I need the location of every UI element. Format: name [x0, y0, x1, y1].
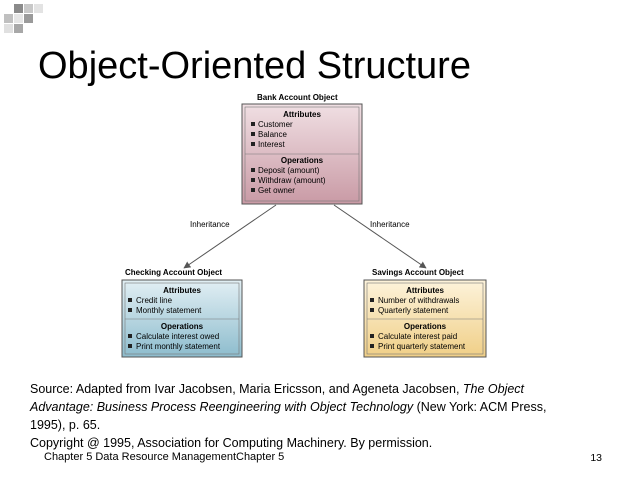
left-operation: Print monthly statement: [136, 342, 221, 351]
left-object-title: Checking Account Object: [125, 268, 222, 277]
slide-title: Object-Oriented Structure: [38, 45, 471, 87]
parent-attributes-heading: Attributes: [283, 110, 321, 119]
savings-object-box: [363, 279, 487, 358]
left-attributes-heading: Attributes: [163, 286, 201, 295]
right-attribute: Quarterly statement: [378, 306, 449, 315]
right-operation: Print quarterly statement: [378, 342, 466, 351]
right-inheritance-arrow: [333, 204, 427, 269]
left-inheritance-arrow: [183, 204, 277, 269]
parent-attribute: Balance: [258, 130, 287, 139]
corner-decoration: [0, 0, 60, 40]
left-operations-heading: Operations: [161, 322, 204, 331]
checking-object-box: [121, 279, 243, 358]
left-attribute: Monthly statement: [136, 306, 202, 315]
parent-operation: Get owner: [258, 186, 295, 195]
page-number: 13: [590, 452, 602, 464]
source-prefix: Source: Adapted from Ivar Jacobsen, Mari…: [30, 382, 463, 396]
right-attributes-heading: Attributes: [406, 286, 444, 295]
parent-attribute: Interest: [258, 140, 285, 149]
parent-operation: Deposit (amount): [258, 166, 320, 175]
parent-operations-list: Deposit (amount) Withdraw (amount) Get o…: [251, 166, 326, 195]
parent-attribute: Customer: [258, 120, 293, 129]
source-citation: Source: Adapted from Ivar Jacobsen, Mari…: [30, 380, 610, 452]
parent-object-box: [241, 103, 363, 205]
parent-attributes-list: Customer Balance Interest: [251, 120, 293, 149]
left-operation: Calculate interest owed: [136, 332, 219, 341]
parent-operations-heading: Operations: [281, 156, 324, 165]
right-attribute: Number of withdrawals: [378, 296, 459, 305]
left-arrow-label: Inheritance: [190, 220, 230, 229]
right-operations-heading: Operations: [404, 322, 447, 331]
left-attribute: Credit line: [136, 296, 173, 305]
publisher: (New York: ACM Press,: [413, 400, 547, 414]
right-object-title: Savings Account Object: [372, 268, 464, 277]
left-attributes-list: Credit line Monthly statement: [128, 296, 202, 315]
right-attributes-list: Number of withdrawals Quarterly statemen…: [370, 296, 459, 315]
right-arrow-label: Inheritance: [370, 220, 410, 229]
parent-object-title: Bank Account Object: [257, 93, 338, 102]
book-title-part1: The Object: [462, 382, 525, 396]
slide-footer: Chapter 5 Data Resource ManagementChapte…: [44, 451, 285, 463]
right-operation: Calculate interest paid: [378, 332, 457, 341]
right-operations-list: Calculate interest paid Print quarterly …: [370, 332, 466, 351]
copyright-notice: Copyright @ 1995, Association for Comput…: [30, 436, 433, 450]
parent-operation: Withdraw (amount): [258, 176, 326, 185]
book-title-part2: Advantage: Business Process Reengineerin…: [30, 400, 414, 414]
left-operations-list: Calculate interest owed Print monthly st…: [128, 332, 221, 351]
publication-year-page: 1995), p. 65.: [30, 418, 101, 432]
